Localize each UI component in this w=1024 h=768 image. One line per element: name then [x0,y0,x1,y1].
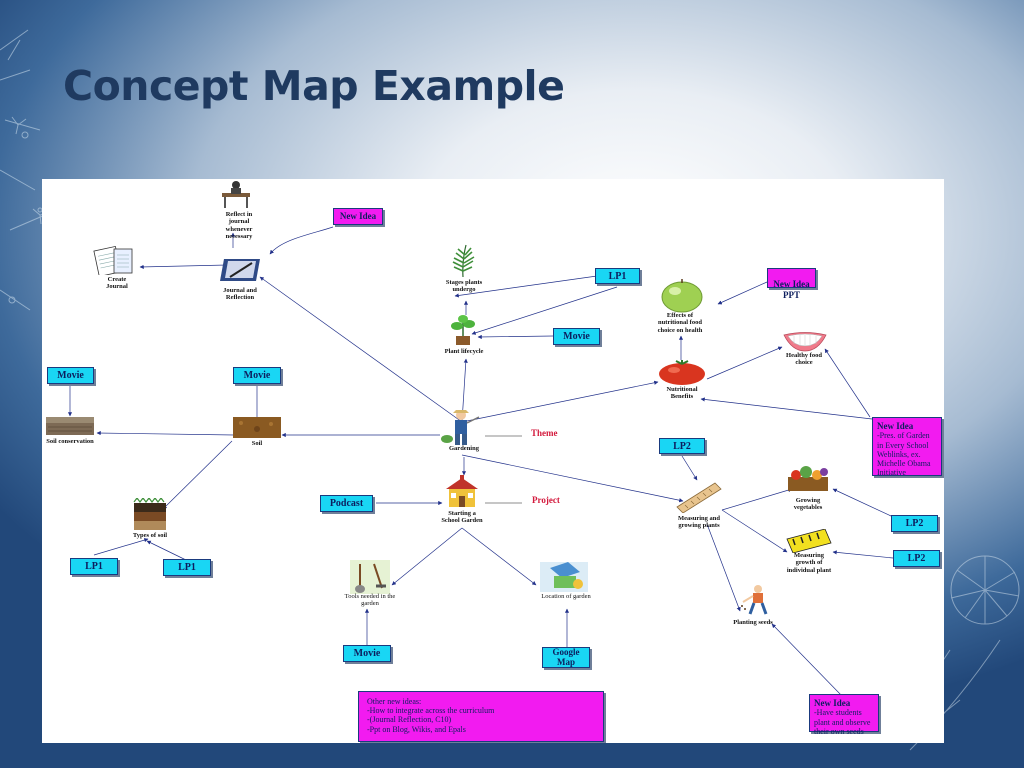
notebook-icon [93,245,133,275]
node-healthy-food: Healthy food choice [786,352,822,367]
podcast-box[interactable]: Podcast [320,495,373,512]
soil-conservation-icon [46,417,94,435]
node-tools-needed: Tools needed in the garden [344,593,396,608]
other-ideas-line: -(Journal Reflection, C10) [367,715,452,725]
new-idea-seeds-box[interactable]: New Idea -Have students plant and observ… [809,694,879,736]
new-idea-body: -Pres. of Garden in Every School Weblink… [877,431,931,478]
node-effects-nutritional: Effects of nutritional food choice on he… [657,312,703,334]
node-starting-garden: Starting a School Garden [441,510,483,525]
other-ideas-heading: Other new ideas: [367,697,422,706]
slide-title: Concept Map Example [63,62,565,110]
apple-icon [661,279,703,313]
journal-pen-icon [220,259,260,281]
google-map-box[interactable]: Google Map [542,647,590,668]
new-idea-box[interactable]: New Idea [333,208,383,225]
desk-writer-icon [222,181,250,208]
lp2-box[interactable]: LP2 [891,515,938,532]
node-gardening: Gardening [449,445,479,452]
node-plant-lifecycle: Plant lifecycle [444,348,484,355]
concept-links [67,226,894,697]
project-tag: Project [532,495,560,505]
smile-teeth-icon [783,332,827,352]
lp1-box[interactable]: LP1 [163,559,211,576]
lp2-box[interactable]: LP2 [659,438,705,454]
new-idea-label: New Idea [339,211,377,221]
movie-box[interactable]: Movie [233,367,281,384]
fern-icon [452,244,475,278]
soil-icon [233,417,281,438]
theme-tag: Theme [531,428,558,438]
node-nutritional-benefits: Nutritional Benefits [666,386,698,401]
other-ideas-box[interactable]: Other new ideas: -How to integrate acros… [358,691,604,742]
concept-map: Reflect in journal whenever necessary Cr… [42,179,944,743]
new-idea-heading: New Idea [877,421,914,431]
movie-box[interactable]: Movie [343,645,391,662]
lp2-box[interactable]: LP2 [893,550,940,567]
node-measuring-growth: Measuring growth of individual plant [786,552,832,574]
node-soil: Soil [251,440,263,447]
lp1-box[interactable]: LP1 [595,268,640,284]
soil-layers-icon [133,498,166,530]
sprout-icon [451,315,475,345]
node-reflect-journal: Reflect in journal whenever necessary [225,211,253,241]
new-idea-obama-box[interactable]: New Idea -Pres. of Garden in Every Schoo… [872,417,942,478]
movie-box[interactable]: Movie [47,367,94,384]
node-types-of-soil: Types of soil [132,532,168,539]
measuring-ruler-icon [786,529,832,553]
wooden-ruler-icon [676,482,722,513]
new-idea-ppt-label: New Idea PPT [773,279,810,300]
garden-location-icon [540,562,588,592]
movie-box[interactable]: Movie [553,328,600,345]
node-create-journal: Create Journal [106,276,128,291]
node-measuring-growing: Measuring and growing plants [677,515,721,530]
schoolhouse-icon [446,475,478,507]
node-journal-reflection: Journal and Reflection [223,287,257,302]
new-idea-body: -Have students plant and observe their o… [814,708,871,736]
garden-tools-icon [350,560,390,594]
new-idea-ppt-box[interactable]: New Idea PPT [767,268,816,300]
other-ideas-line: -Ppt on Blog, Wikis, and Epals [367,724,466,734]
node-stages-plants: Stages plants undergo [445,279,483,294]
lp1-box[interactable]: LP1 [70,558,118,575]
gardener-icon [441,410,480,445]
node-growing-vegetables: Growing vegetables [793,497,823,512]
new-idea-heading: New Idea [814,698,851,708]
node-planting-seeds: Planting seeds [733,619,773,626]
vegetables-icon [788,466,828,491]
tomato-icon [659,360,705,385]
node-soil-conservation: Soil conservation [46,438,94,445]
other-ideas-line: -How to integrate across the curriculum [367,706,495,716]
planting-person-icon [741,585,768,615]
node-location-garden: Location of garden [541,593,591,600]
